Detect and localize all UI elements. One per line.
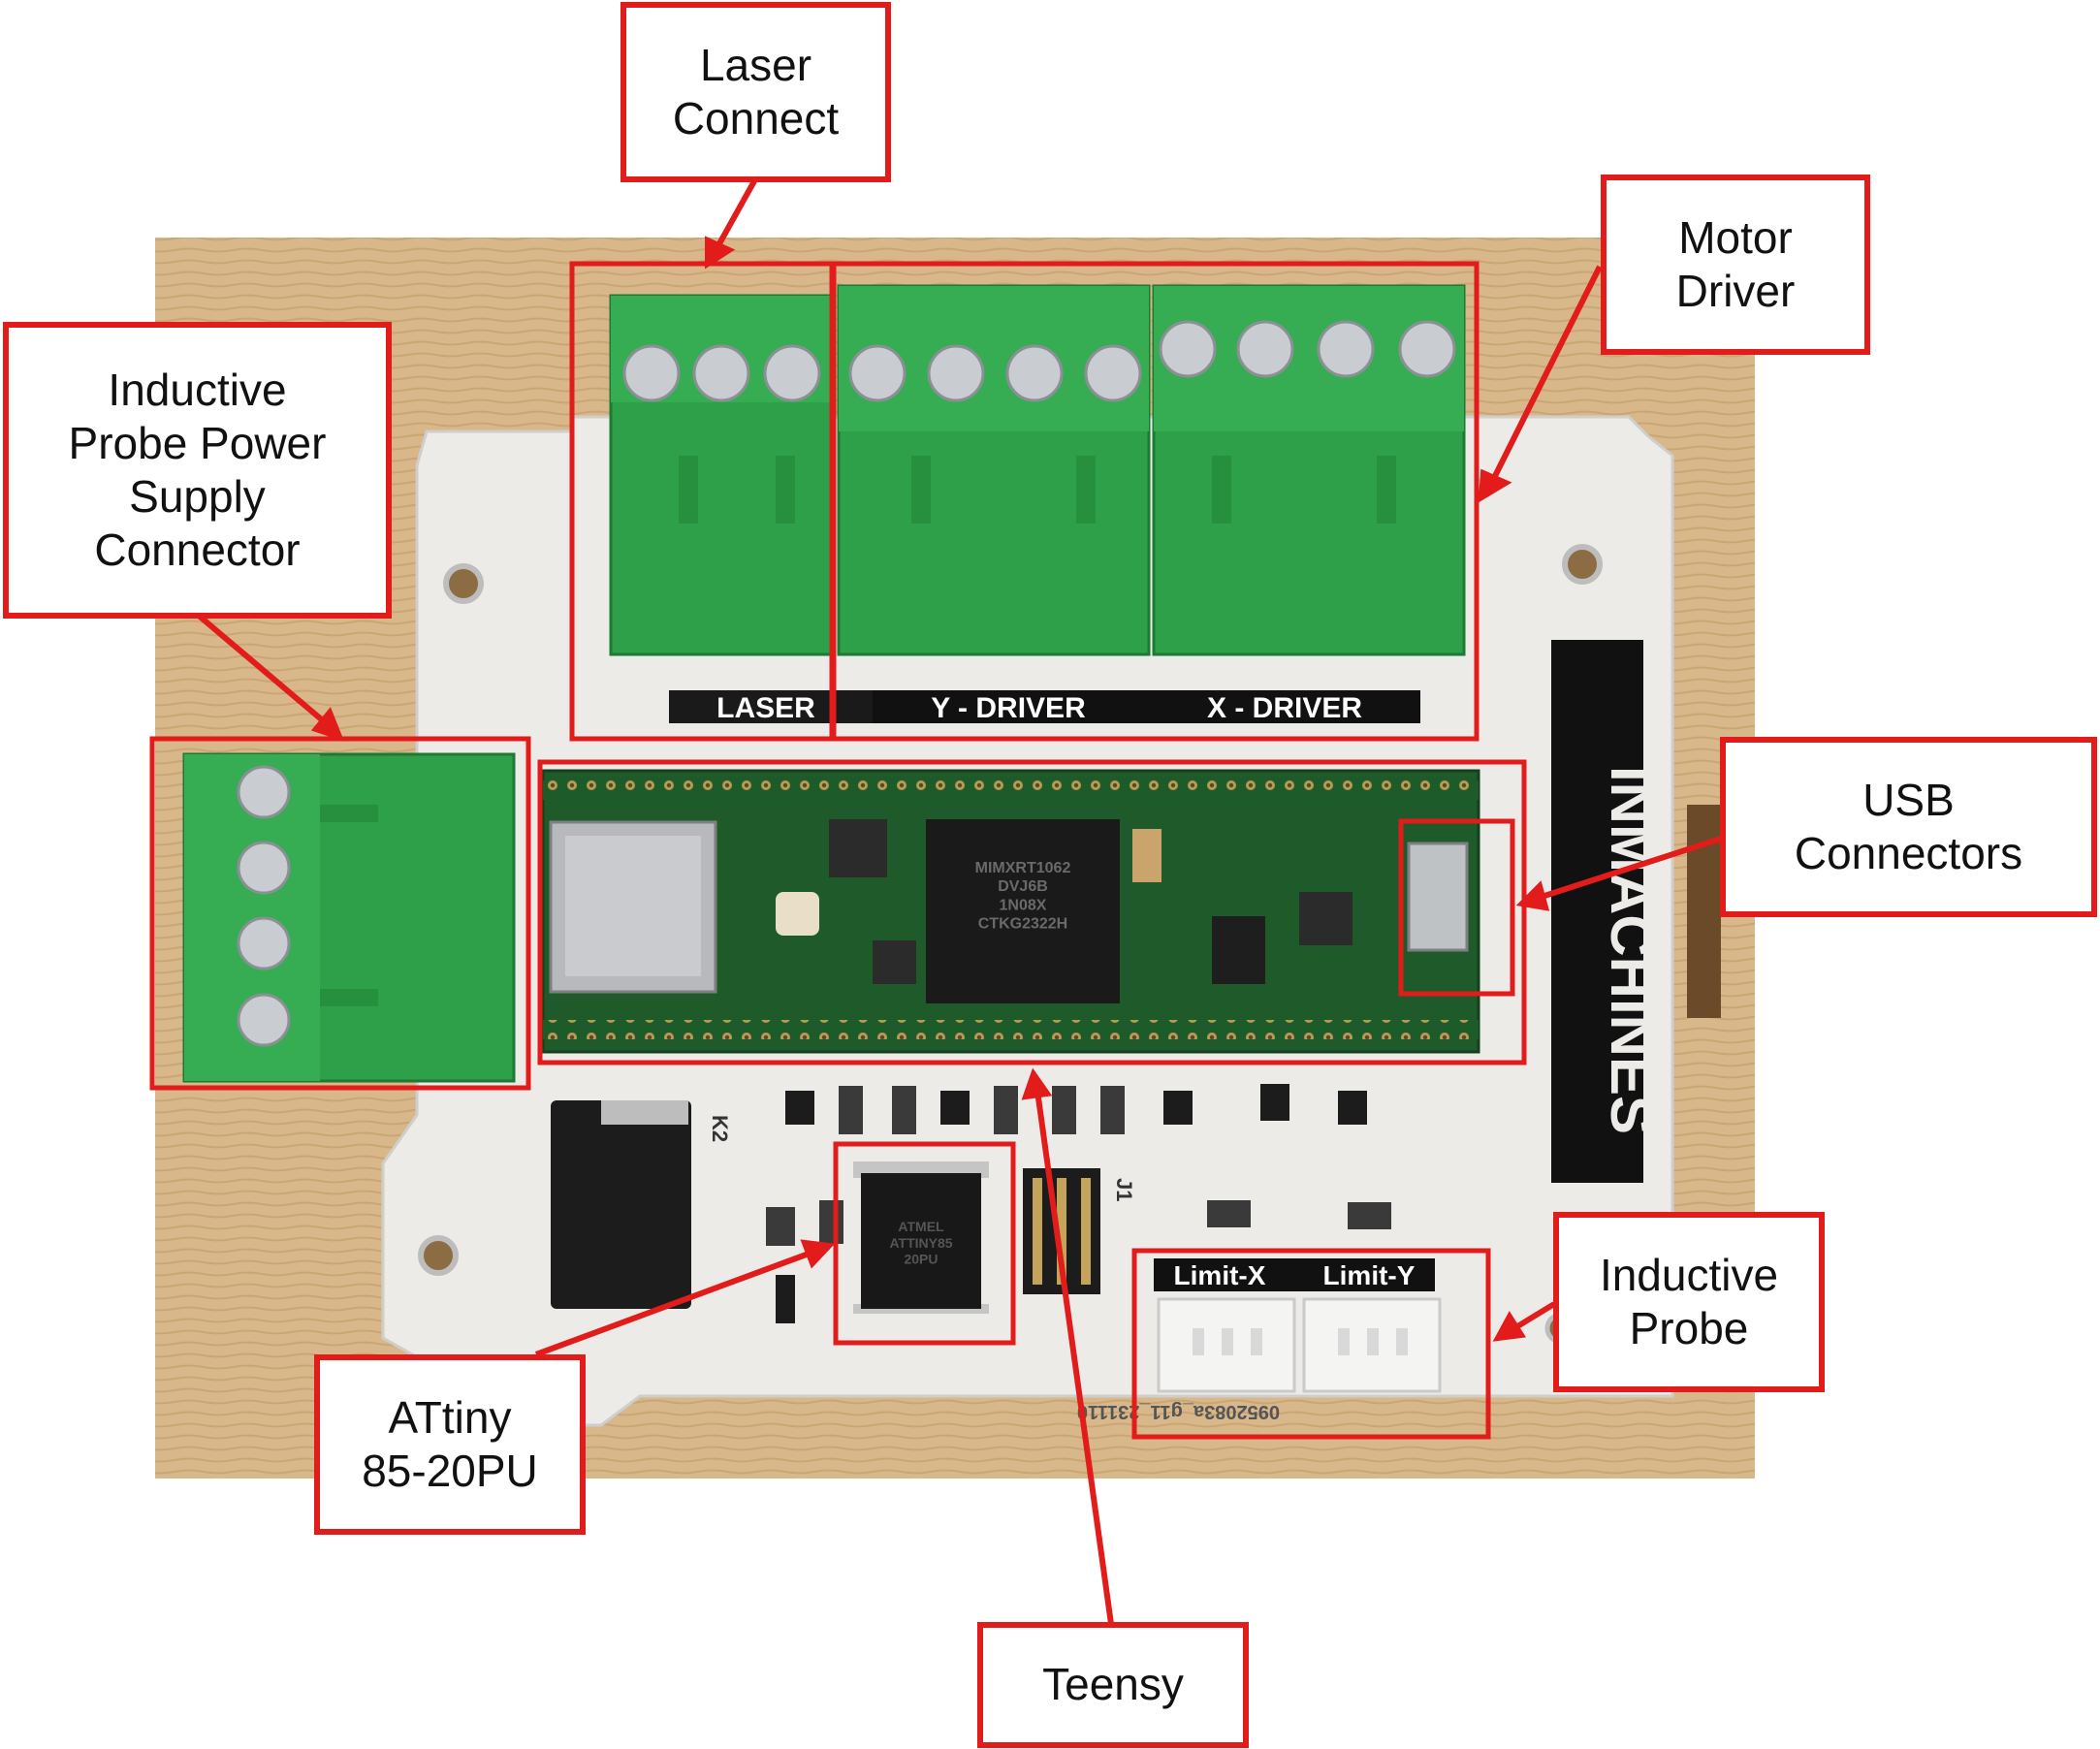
- label-limit-y: Limit-Y: [1323, 1260, 1416, 1290]
- inductive-probe-highlight: [1131, 1248, 1491, 1440]
- y-driver-terminal-block: [837, 284, 1151, 656]
- label-y-driver: Y - DRIVER: [931, 692, 1086, 724]
- usb-highlight: [1398, 818, 1515, 997]
- callout-teensy: Teensy: [977, 1622, 1249, 1748]
- label-k2: K2: [708, 1115, 732, 1142]
- callout-motor-driver: Motor Driver: [1601, 175, 1870, 355]
- probe-power-terminal: [182, 752, 516, 1083]
- callout-usb-connectors: USB Connectors: [1720, 737, 2097, 917]
- callout-laser-connect: Laser Connect: [620, 2, 891, 182]
- laser-terminal-block: [609, 294, 834, 656]
- highlight-boxes: [149, 261, 1527, 1440]
- callout-inductive-probe-power: Inductive Probe Power Supply Connector: [3, 322, 392, 619]
- teensy-processor: [926, 819, 1120, 1003]
- callout-motor-driver-text: Motor Driver: [1675, 211, 1796, 316]
- callout-attiny-text: ATtiny 85-20PU: [362, 1391, 538, 1496]
- side-usb-connector: [1687, 805, 1721, 1018]
- x-driver-terminal-block: [1152, 284, 1466, 656]
- label-j1: J1: [1112, 1178, 1136, 1201]
- teensy-usb-port: [1407, 842, 1469, 952]
- brand-text: INMACHINES: [1599, 766, 1664, 1134]
- callout-laser-connect-text: Laser Connect: [672, 39, 840, 143]
- callout-inductive-probe: Inductive Probe: [1553, 1212, 1825, 1392]
- callout-inductive-probe-text: Inductive Probe: [1599, 1249, 1779, 1353]
- limit-connectors: Limit-X Limit-Y: [1154, 1258, 1442, 1393]
- callout-usb-connectors-text: USB Connectors: [1794, 774, 2023, 878]
- leader-lines: [197, 177, 1722, 1625]
- callout-teensy-text: Teensy: [1042, 1659, 1184, 1710]
- brand-strip: INMACHINES: [1551, 640, 1664, 1183]
- label-laser: LASER: [716, 692, 815, 724]
- callout-inductive-probe-power-text: Inductive Probe Power Supply Connector: [68, 364, 327, 576]
- serial-number: 0952083a_g11_231110: [1077, 1401, 1280, 1422]
- attiny-highlight: [833, 1141, 1016, 1346]
- relay-k2: K2: [551, 1100, 732, 1309]
- smd-components: [766, 1084, 1391, 1323]
- driver-label-strip: LASER Y - DRIVER X - DRIVER: [669, 690, 1420, 724]
- motor-driver-highlight: [829, 261, 1480, 742]
- label-x-driver: X - DRIVER: [1207, 692, 1362, 724]
- label-limit-x: Limit-X: [1174, 1260, 1266, 1290]
- pin-header-j1: J1: [1023, 1168, 1136, 1294]
- teensy-highlight: [537, 759, 1527, 1065]
- callout-attiny: ATtiny 85-20PU: [314, 1354, 586, 1535]
